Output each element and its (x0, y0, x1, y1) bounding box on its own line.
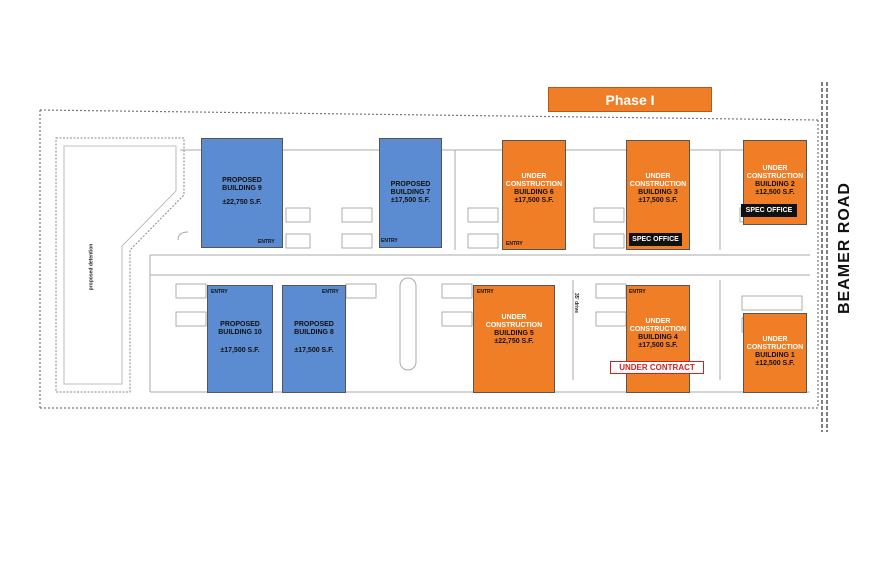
building-1-name: BUILDING 1 (755, 352, 795, 359)
spec-office-tag: SPEC OFFICE (741, 204, 797, 217)
building-2-sqft: ±12,500 S.F. (755, 189, 795, 196)
building-1: UNDER CONSTRUCTION BUILDING 1 ±12,500 S.… (743, 313, 807, 393)
building-10-sqft: ±17,500 S.F. (220, 347, 260, 354)
building-6-status-2: CONSTRUCTION (505, 181, 563, 188)
building-1-status-1: UNDER (762, 336, 788, 343)
building-7-name: BUILDING 7 (390, 189, 431, 196)
entry-label: ENTRY (258, 239, 275, 245)
building-10-name: BUILDING 10 (218, 329, 262, 336)
building-6-sqft: ±17,500 S.F. (514, 197, 554, 204)
building-8-status: PROPOSED (294, 321, 334, 328)
building-2-name: BUILDING 2 (755, 181, 795, 188)
building-3-name: BUILDING 3 (638, 189, 678, 196)
building-10-status: PROPOSED (220, 321, 260, 328)
building-3-status-1: UNDER (645, 173, 671, 180)
entry-label: ENTRY (506, 241, 523, 247)
building-6-name: BUILDING 6 (514, 189, 554, 196)
building-2-status-2: CONSTRUCTION (746, 173, 804, 180)
spec-office-tag: SPEC OFFICE (629, 233, 682, 246)
building-9: PROPOSED BUILDING 9 ±22,750 S.F. (201, 138, 283, 248)
building-10: PROPOSED BUILDING 10 ±17,500 S.F. (207, 285, 273, 393)
building-1-sqft: ±12,500 S.F. (755, 360, 795, 367)
phase-banner: Phase I (548, 87, 712, 112)
building-5-sqft: ±22,750 S.F. (494, 338, 534, 345)
road-label: BEAMER ROAD (836, 182, 853, 314)
detention-label: proposed detention (88, 243, 95, 291)
phase-label: Phase I (605, 91, 655, 108)
entry-label: ENTRY (322, 289, 339, 295)
entry-label: ENTRY (381, 238, 398, 244)
drive-label: 35' drive (573, 292, 580, 314)
entry-label: ENTRY (477, 289, 494, 295)
building-5: UNDER CONSTRUCTION BUILDING 5 ±22,750 S.… (473, 285, 555, 393)
building-1-status-2: CONSTRUCTION (746, 344, 804, 351)
under-contract-tag: UNDER CONTRACT (610, 361, 704, 374)
building-4: UNDER CONSTRUCTION BUILDING 4 ±17,500 S.… (626, 285, 690, 393)
building-5-status-1: UNDER (501, 314, 527, 321)
building-7-sqft: ±17,500 S.F. (390, 197, 431, 204)
building-6-status-1: UNDER (521, 173, 547, 180)
building-4-status-2: CONSTRUCTION (629, 326, 687, 333)
building-8-name: BUILDING 8 (294, 329, 334, 336)
building-4-sqft: ±17,500 S.F. (638, 342, 678, 349)
building-4-name: BUILDING 4 (638, 334, 678, 341)
entry-label: ENTRY (629, 289, 646, 295)
building-8: PROPOSED BUILDING 8 ±17,500 S.F. (282, 285, 346, 393)
building-2-status-1: UNDER (762, 165, 788, 172)
building-7: PROPOSED BUILDING 7 ±17,500 S.F. (379, 138, 442, 248)
building-7-status: PROPOSED (390, 181, 431, 188)
building-5-name: BUILDING 5 (494, 330, 534, 337)
building-8-sqft: ±17,500 S.F. (294, 347, 334, 354)
building-9-name: BUILDING 9 (222, 185, 262, 192)
building-3-status-2: CONSTRUCTION (629, 181, 687, 188)
building-9-sqft: ±22,750 S.F. (222, 199, 262, 206)
building-6: UNDER CONSTRUCTION BUILDING 6 ±17,500 S.… (502, 140, 566, 250)
building-3-sqft: ±17,500 S.F. (638, 197, 678, 204)
building-5-status-2: CONSTRUCTION (485, 322, 543, 329)
building-3: UNDER CONSTRUCTION BUILDING 3 ±17,500 S.… (626, 140, 690, 250)
entry-label: ENTRY (211, 289, 228, 295)
building-4-status-1: UNDER (645, 318, 671, 325)
building-9-status: PROPOSED (222, 177, 262, 184)
